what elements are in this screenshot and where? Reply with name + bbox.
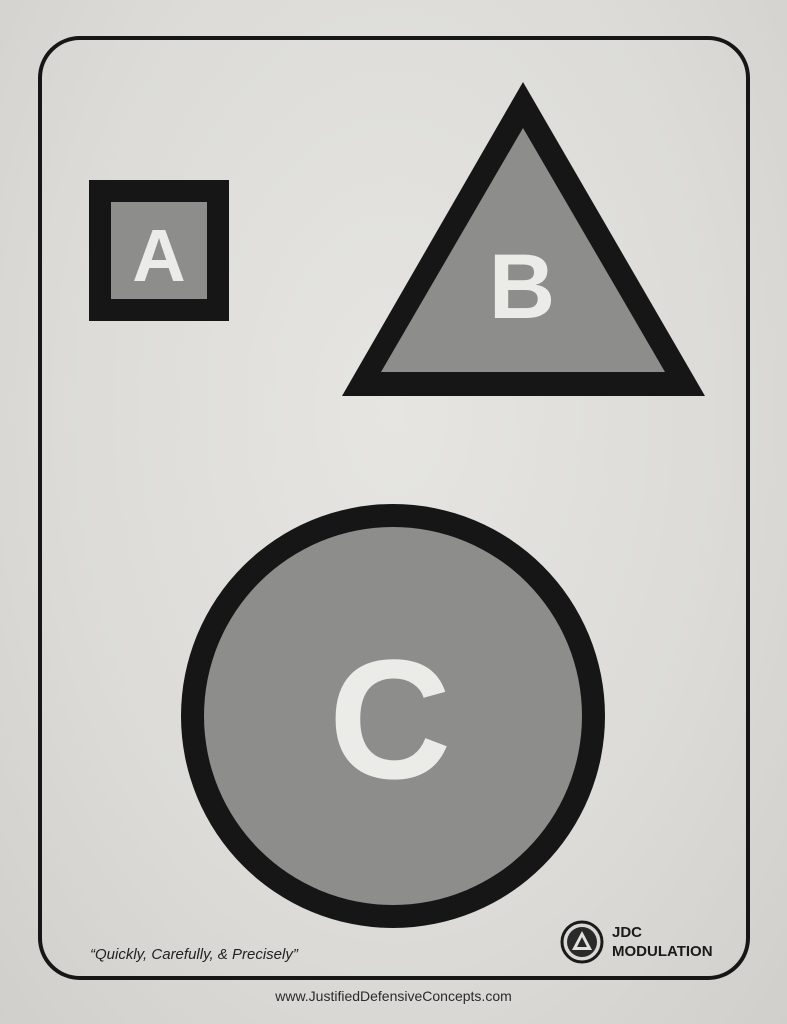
logo-text: JDC MODULATION: [612, 923, 713, 961]
target-a-square: A: [89, 180, 229, 321]
sheet-border: [38, 36, 750, 980]
triangle-in-circle-icon: [560, 920, 604, 964]
target-b-triangle: B: [342, 82, 705, 396]
logo-line-2: MODULATION: [612, 943, 713, 960]
target-c-letter: C: [329, 625, 452, 815]
motto-text: “Quickly, Carefully, & Precisely”: [90, 946, 298, 963]
target-a-fill: [111, 202, 207, 299]
target-c-circle: C: [181, 504, 605, 928]
target-c-fill: [204, 527, 582, 905]
target-a-letter: A: [132, 214, 185, 297]
target-b-letter: B: [489, 236, 555, 338]
logo-line-1: JDC: [612, 924, 643, 941]
jdc-logo: JDC MODULATION: [560, 920, 713, 964]
website-link[interactable]: www.JustifiedDefensiveConcepts.com: [275, 988, 512, 1004]
target-b-fill: [381, 128, 665, 372]
